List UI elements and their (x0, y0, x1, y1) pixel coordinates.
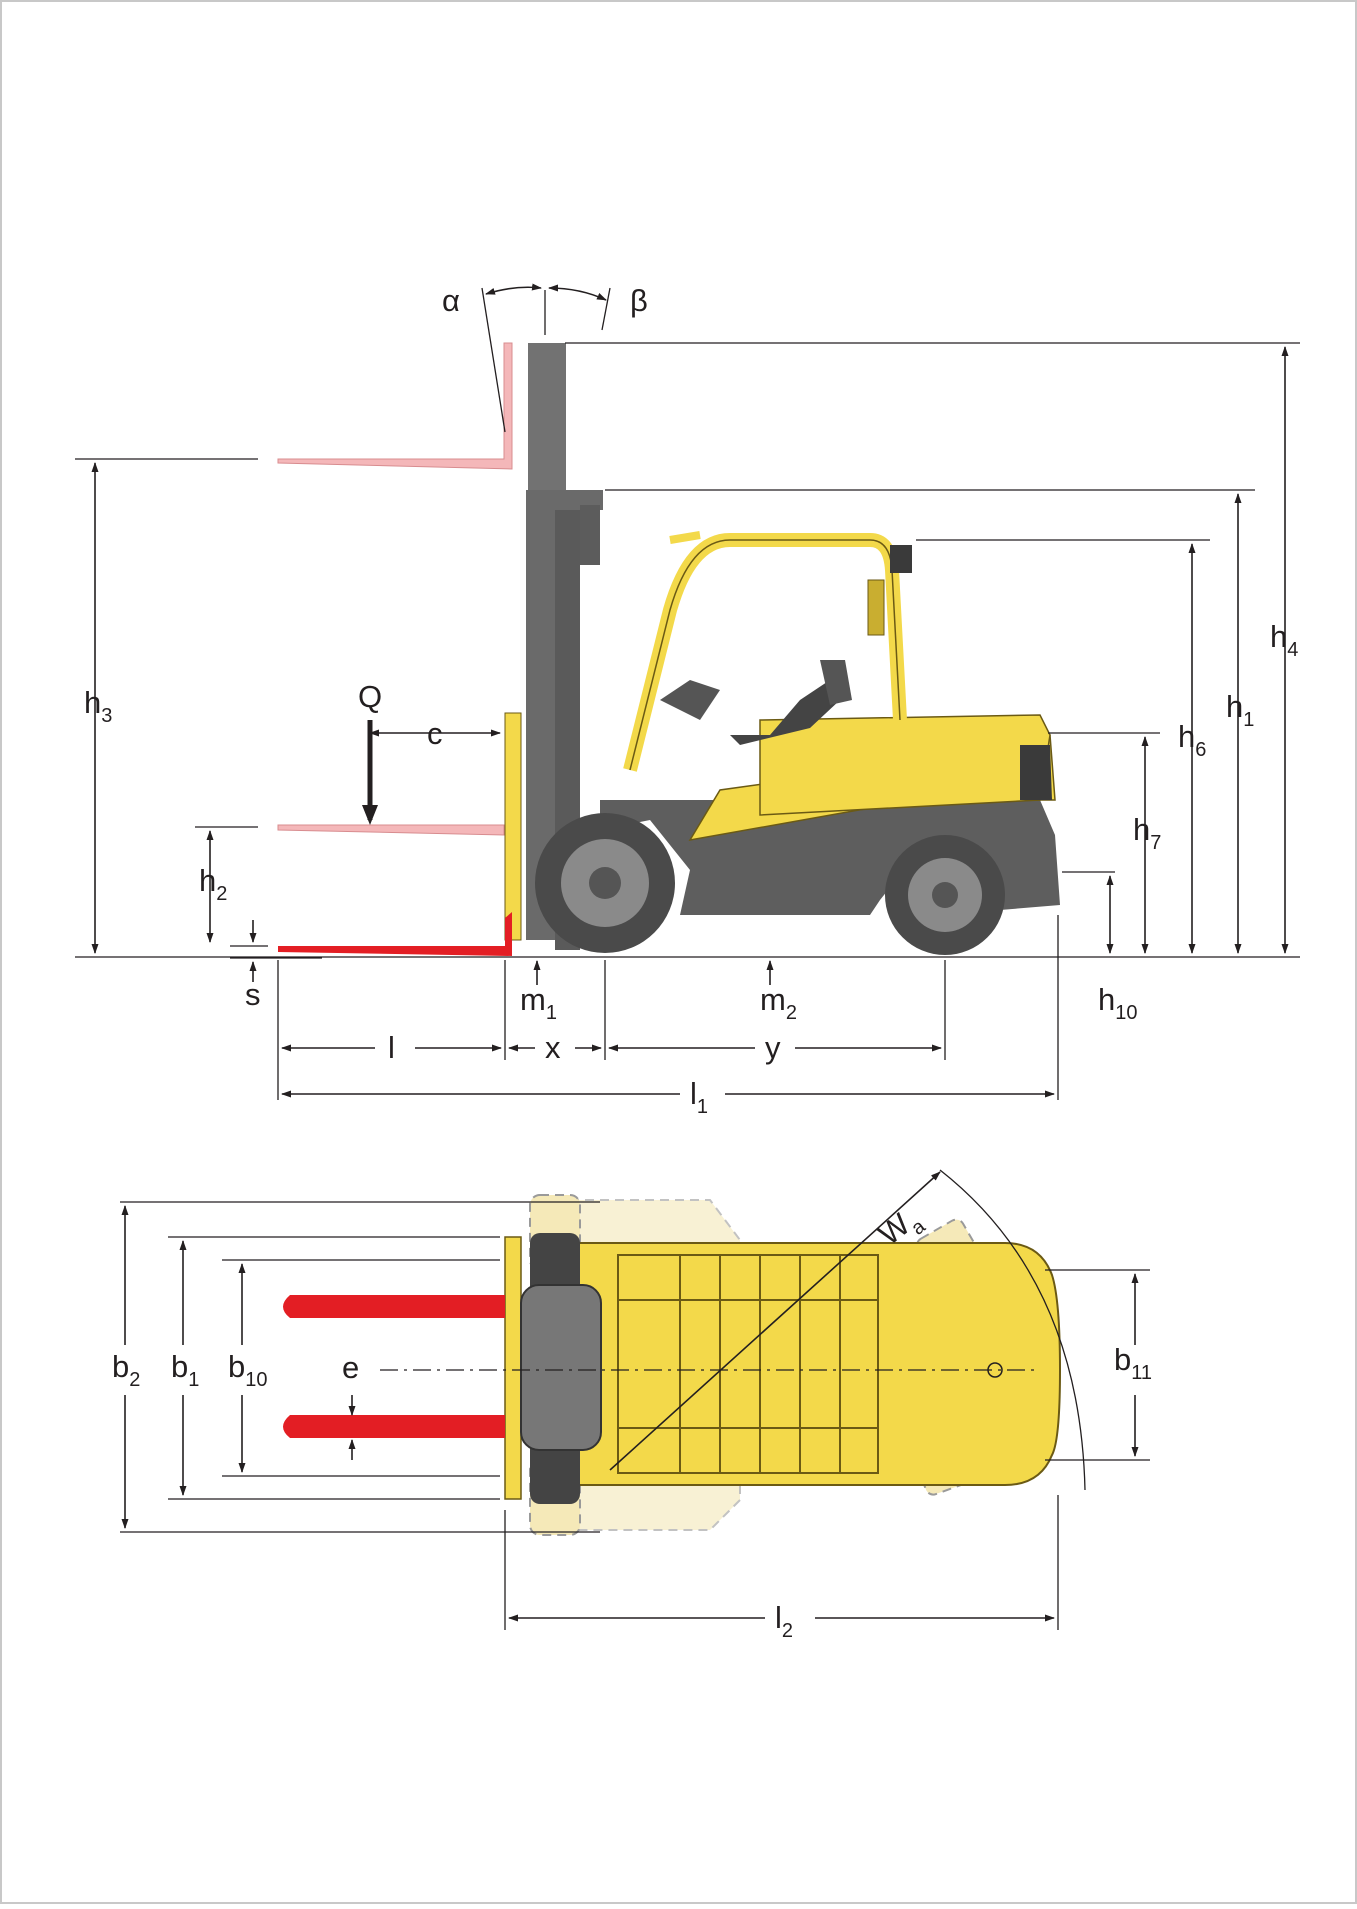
label-b2-bg (100, 1345, 150, 1395)
label-e: e (342, 1350, 359, 1385)
svg-text:h6: h6 (1178, 719, 1206, 761)
label-b10-bg (222, 1345, 277, 1395)
seat (730, 660, 845, 745)
rear-work-lamp (890, 545, 912, 573)
forklift-side-view (75, 283, 1300, 1100)
seat-back (820, 660, 852, 705)
label-y: y (765, 1030, 781, 1065)
svg-text:h4: h4 (1270, 619, 1298, 661)
label-l: l (388, 1030, 395, 1065)
svg-text:b11: b11 (1114, 1342, 1152, 1384)
label-y-bg (755, 1030, 795, 1066)
dim-alpha (485, 283, 542, 295)
svg-text:h1: h1 (1226, 689, 1254, 731)
label-m2: m2 (760, 982, 797, 1024)
label-l2-bg (765, 1600, 815, 1638)
label-Q: Q (358, 679, 382, 714)
raised-fork (277, 342, 513, 470)
svg-text:b10: b10 (228, 1349, 268, 1391)
label-l2: l2 (775, 1600, 793, 1642)
label-alpha: α (442, 283, 460, 318)
label-l1-bg (680, 1076, 725, 1112)
svg-text:b2: b2 (112, 1349, 140, 1391)
top-fork-lower (283, 1415, 505, 1438)
svg-text:m1: m1 (520, 982, 557, 1024)
label-l-bg (375, 1030, 415, 1066)
label-h3: h3 (84, 685, 112, 727)
label-h6: h6 (1178, 719, 1206, 761)
label-b1-bg (160, 1345, 205, 1395)
label-s: s (245, 977, 261, 1012)
label-h7: h7 (1133, 812, 1161, 854)
label-m1: m1 (520, 982, 557, 1024)
dim-beta (548, 284, 607, 301)
label-l1: l1 (690, 1076, 708, 1118)
overhead-guard (617, 1254, 879, 1474)
label-x-bg (535, 1030, 575, 1066)
top-body (574, 1242, 1062, 1486)
rear-light (1020, 745, 1052, 800)
label-h2: h2 (199, 863, 227, 905)
cab-visor (669, 531, 701, 544)
mast-top (528, 343, 566, 493)
top-mast-block (520, 1284, 602, 1451)
svg-text:b1: b1 (171, 1349, 199, 1391)
mid-fork (277, 824, 505, 836)
front-wheel (535, 813, 675, 953)
label-x: x (545, 1030, 561, 1065)
cab-frame-outline (629, 539, 901, 771)
label-b2: b2 (112, 1349, 140, 1391)
lowered-fork (278, 912, 512, 956)
tilt-alpha-line (481, 287, 506, 433)
forklift-top-view (120, 1169, 1150, 1630)
svg-text:h2: h2 (199, 863, 227, 905)
label-b1: b1 (171, 1349, 199, 1391)
svg-text:l1: l1 (690, 1076, 708, 1118)
top-carriage-plate (504, 1236, 522, 1500)
dim-wa (609, 1171, 941, 1471)
svg-text:m2: m2 (760, 982, 797, 1024)
label-c: c (427, 716, 443, 751)
svg-text:h3: h3 (84, 685, 112, 727)
mast-cylinder (580, 505, 600, 565)
label-b11: b11 (1114, 1342, 1152, 1384)
load-arrow-head (362, 805, 378, 825)
label-b11-bg (1108, 1345, 1163, 1395)
label-b10: b10 (228, 1349, 268, 1391)
label-h1: h1 (1226, 689, 1254, 731)
svg-text:h7: h7 (1133, 812, 1161, 854)
top-fork-upper (283, 1295, 505, 1318)
steering (660, 680, 720, 720)
rear-wheel (885, 835, 1005, 955)
label-h4: h4 (1270, 619, 1298, 661)
cab-vent (867, 579, 885, 636)
label-beta: β (630, 283, 648, 318)
svg-text:h10: h10 (1098, 982, 1138, 1024)
label-h10: h10 (1098, 982, 1138, 1024)
counterweight-yellow (759, 714, 1051, 816)
tilt-beta-line (601, 287, 611, 331)
svg-text:l2: l2 (775, 1600, 793, 1642)
turning-radius-arc (939, 1169, 1086, 1491)
carriage-plate (504, 712, 522, 941)
